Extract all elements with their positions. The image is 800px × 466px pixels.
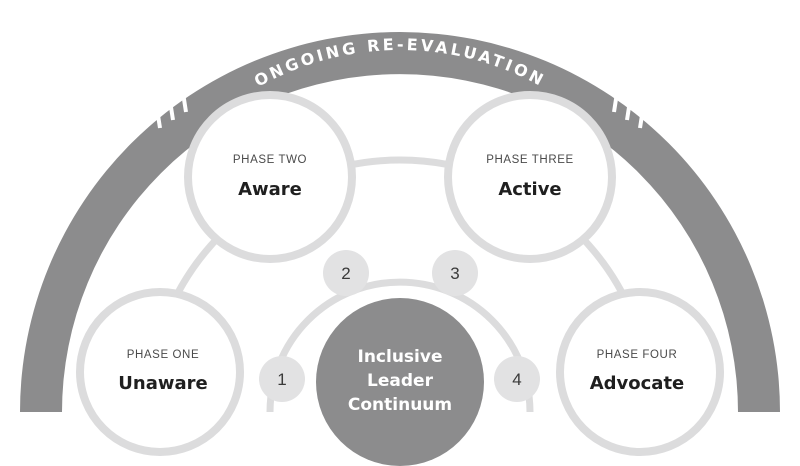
- phase-one-node: PHASE ONE Unaware: [76, 288, 244, 456]
- phase-two-name: Aware: [238, 179, 302, 200]
- step-number-3: 3: [450, 264, 459, 283]
- phase-one-caption: PHASE ONE: [127, 349, 200, 361]
- step-badge-2: 2: [323, 250, 369, 296]
- step-badge-4: 4: [494, 356, 540, 402]
- center-line-3: Continuum: [348, 395, 452, 415]
- center-node: Inclusive Leader Continuum: [316, 298, 484, 466]
- phase-two-node: PHASE TWO Aware: [184, 91, 356, 263]
- center-line-2: Leader: [367, 371, 434, 391]
- phase-four-caption: PHASE FOUR: [597, 349, 678, 361]
- phase-three-name: Active: [498, 179, 561, 200]
- step-number-4: 4: [512, 370, 521, 389]
- phase-two-caption: PHASE TWO: [233, 154, 307, 166]
- phase-four-node: PHASE FOUR Advocate: [556, 288, 724, 456]
- center-line-1: Inclusive: [358, 347, 443, 367]
- phase-four-name: Advocate: [590, 373, 685, 394]
- step-number-1: 1: [277, 370, 286, 389]
- phase-three-caption: PHASE THREE: [486, 154, 574, 166]
- chevron-right-icon: [612, 56, 664, 129]
- phase-three-node: PHASE THREE Active: [444, 91, 616, 263]
- step-number-2: 2: [341, 264, 350, 283]
- phase-one-name: Unaware: [118, 373, 207, 394]
- chevron-left-icon: [136, 56, 188, 129]
- step-badge-3: 3: [432, 250, 478, 296]
- step-badge-1: 1: [259, 356, 305, 402]
- step-connector-arc: [266, 278, 534, 413]
